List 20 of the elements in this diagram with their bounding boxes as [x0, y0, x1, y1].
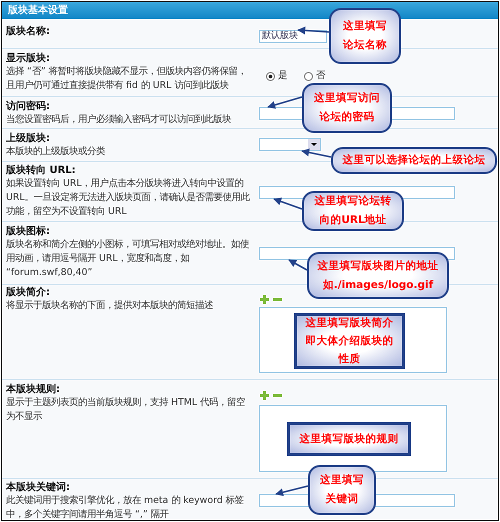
radio-option: 是 [278, 69, 287, 83]
field-description: 当您设置密码后，用户必须输入密码才可以访问到此版块 [6, 113, 232, 127]
field-label: 版块转向 URL: [6, 164, 77, 177]
radio-option: 否 [316, 69, 325, 83]
field-label: 显示版块: [6, 52, 51, 65]
field-label: 本版块规则: [6, 383, 61, 396]
field-description: 选择 “否” 将暂时将版块隐藏不显示，但版块内容仍将保留，且用户仍可通过直接提供带有 fid 的 URL 访问到此版块 [6, 65, 248, 93]
field-description: 如果设置转向 URL，用户点击本分版块将进入转向中设置的 URL。一旦设定将无法进入版块页面，请确认是否需要使用此功能，留空为不设置转向 URL [6, 177, 251, 219]
field-description: 此关键词用于搜索引擎优化，放在 meta 的 keyword 标签中，多个关键字间请用半角逗号 “,” 隔开 [6, 494, 245, 522]
field-label: 版块简介: [6, 286, 51, 299]
field-label: 上级版块: [6, 132, 51, 145]
field-description: 版块名称和简介左侧的小图标，可填写相对或绝对地址。如使用动画，请用逗号隔开 URL，宽度和高度，如 “forum.swf,80,40” [6, 238, 250, 280]
field-label: 版块名称: [6, 25, 51, 38]
field-label: 访问密码: [6, 100, 51, 113]
field-description: 将显示于版块名称的下面，提供对本版块的简短描述 [6, 299, 214, 313]
field-label: 本版块关键词: [6, 481, 71, 494]
field-description: 本版块的上级版块或分类 [6, 145, 106, 159]
header-bar: 版块基本设置 [2, 2, 498, 19]
field-label: 版块图标: [6, 225, 51, 238]
field-description: 显示于主题列表页的当前版块规则，支持 HTML 代码，留空为不显示 [6, 396, 246, 424]
